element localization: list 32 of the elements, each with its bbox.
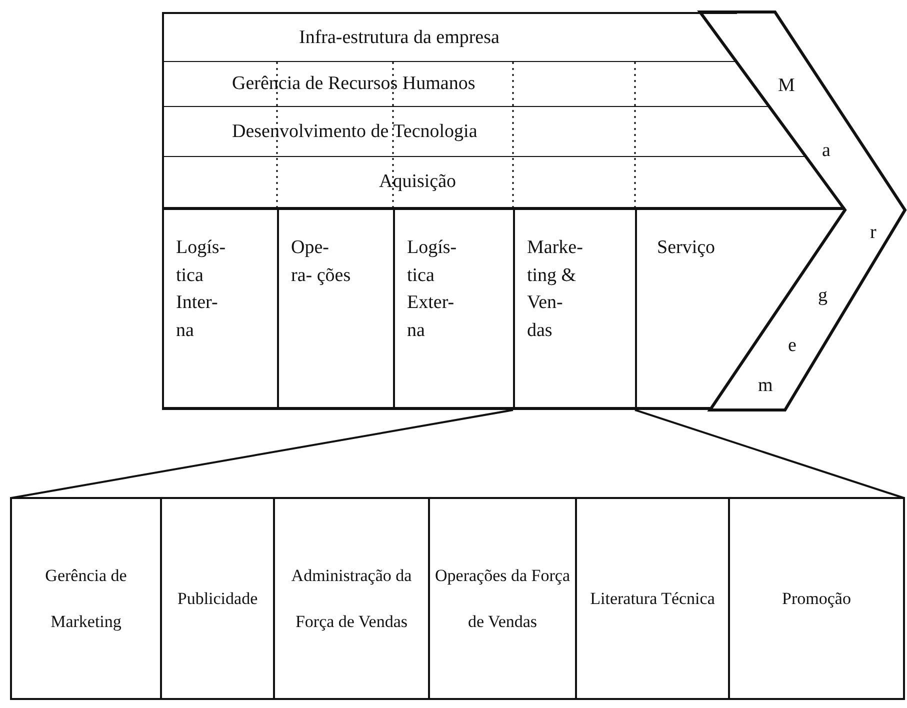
activity-label: Logís- tica Inter- na — [176, 236, 227, 343]
activity-label: Logís- tica Exter- na — [407, 236, 458, 343]
activity-label: Aquisição — [379, 171, 456, 193]
cell-text: Gerência de Marketing — [44, 564, 128, 633]
margin-letter: r — [870, 222, 876, 244]
activity-label: Desenvolvimento de Tecnologia — [232, 120, 478, 142]
margin-letter: M — [778, 75, 795, 97]
margin-letter: m — [758, 375, 773, 397]
cell-text: Publicidade — [177, 588, 258, 610]
cell-text: Operações da Força de Vendas — [434, 564, 571, 632]
primary-activity-cell — [393, 210, 513, 410]
primary-activity-cell — [513, 210, 635, 410]
margin-letter: e — [788, 335, 796, 357]
expansion-line — [634, 409, 904, 499]
margin-letter: g — [818, 285, 828, 307]
cell-text: Administração da Força de Vendas — [290, 564, 413, 633]
cell-text: Promoção — [782, 588, 851, 610]
activity-label: Serviço — [657, 236, 716, 260]
support-activity-band — [162, 157, 845, 210]
primary-activity-cell — [162, 210, 277, 410]
support-activity-band — [162, 12, 737, 62]
margin-letter: a — [822, 140, 830, 162]
expansion-line — [10, 409, 514, 499]
support-activity-band — [162, 62, 770, 107]
activity-label: Infra-estrutura da empresa — [299, 26, 500, 48]
support-activity-band — [162, 107, 806, 157]
cell-text: Literatura Técnica — [590, 588, 715, 610]
activity-label: Ope- ra- ções — [291, 236, 352, 288]
detail-table — [10, 497, 905, 700]
activity-label: Marke- ting & Ven- das — [527, 236, 584, 343]
activity-label: Gerência de Recursos Humanos — [232, 73, 476, 95]
primary-activity-cell — [277, 210, 393, 410]
